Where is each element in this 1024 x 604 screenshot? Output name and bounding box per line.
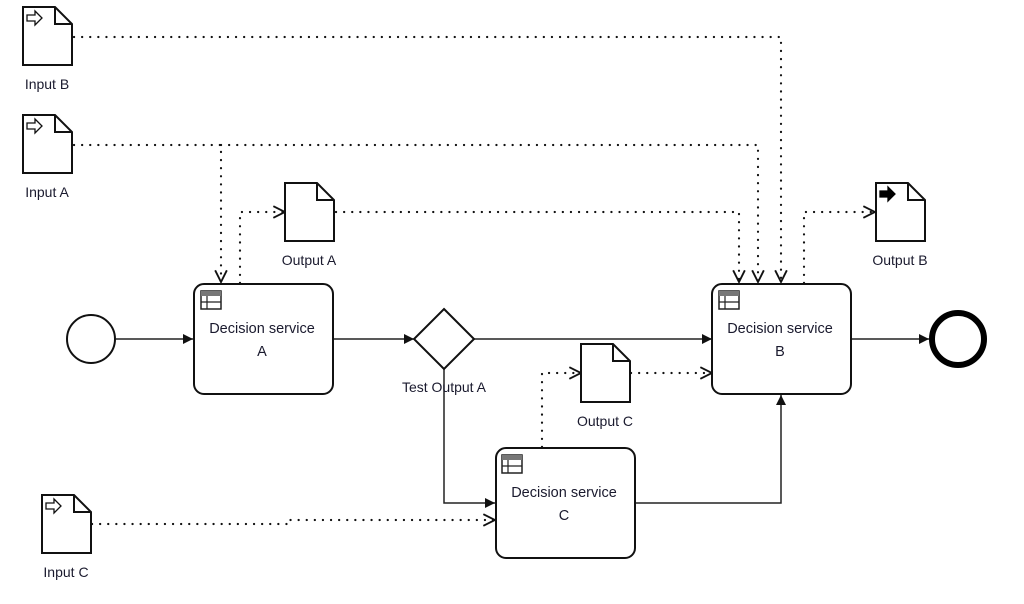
data-output-b[interactable]: Output B <box>872 182 928 268</box>
flow-dsC-dsB[interactable] <box>635 395 786 504</box>
start-event[interactable] <box>66 314 116 364</box>
data-output-a[interactable]: Output A <box>282 182 337 268</box>
output-c-label: Output C <box>577 413 633 429</box>
input-arrow-icon <box>26 117 43 135</box>
table-icon <box>200 290 222 310</box>
gateway-test-output-a[interactable]: Test Output A <box>402 307 487 395</box>
input-a-label: Input A <box>25 184 69 200</box>
input-arrow-icon <box>26 9 43 27</box>
task-decision-service-a[interactable]: Decision service A <box>193 283 334 395</box>
task-b-line1: Decision service <box>727 321 833 337</box>
assoc-dsC-outputC[interactable] <box>540 373 581 449</box>
assoc-dsA-outputA[interactable] <box>238 212 285 285</box>
task-a-line1: Decision service <box>209 321 315 337</box>
assoc-inputA-dsA[interactable] <box>72 143 221 282</box>
table-icon <box>718 290 740 310</box>
input-arrow-icon <box>45 497 62 515</box>
output-b-label: Output B <box>872 252 927 268</box>
gateway-label: Test Output A <box>402 379 487 395</box>
assoc-dsB-outputB[interactable] <box>802 212 875 285</box>
data-input-b[interactable]: Input B <box>22 6 73 92</box>
task-b-line2: B <box>775 344 785 360</box>
task-c-line1: Decision service <box>511 485 617 501</box>
input-b-label: Input B <box>25 76 69 92</box>
task-c-line2: C <box>559 508 569 524</box>
input-c-label: Input C <box>43 564 88 580</box>
flow-gateway-dsC[interactable] <box>443 369 495 508</box>
assoc-inputB-dsB[interactable] <box>72 35 781 282</box>
data-associations <box>72 35 875 524</box>
assoc-inputC-dsC[interactable] <box>90 520 495 524</box>
assoc-inputA-dsB[interactable] <box>219 143 758 282</box>
table-icon <box>501 454 523 474</box>
output-arrow-icon <box>879 185 896 203</box>
output-a-label: Output A <box>282 252 337 268</box>
sequence-flows <box>116 334 929 508</box>
data-input-c[interactable]: Input C <box>41 494 92 580</box>
task-decision-service-b[interactable]: Decision service B <box>711 283 852 395</box>
task-a-line2: A <box>257 344 267 360</box>
end-event[interactable] <box>929 310 987 368</box>
data-output-c[interactable]: Output C <box>577 343 633 429</box>
assoc-outputA-dsB[interactable] <box>334 210 739 282</box>
data-input-a[interactable]: Input A <box>22 114 73 200</box>
task-decision-service-c[interactable]: Decision service C <box>495 447 636 559</box>
